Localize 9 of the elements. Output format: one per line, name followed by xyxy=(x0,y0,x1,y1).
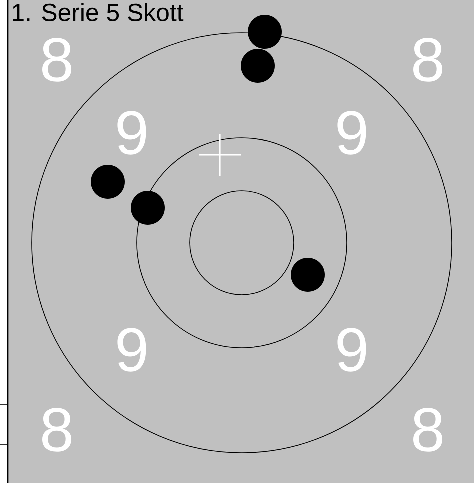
ring-number: 8 xyxy=(42,408,72,452)
ring-number: 9 xyxy=(118,111,146,155)
ring-number: 9 xyxy=(338,328,366,372)
title: 1. Serie 5 Skott xyxy=(13,3,184,22)
ring-number: 8 xyxy=(414,38,442,82)
ring-number: 9 xyxy=(118,328,146,372)
ring-number: 8 xyxy=(414,408,442,452)
ring-number: 9 xyxy=(338,111,366,155)
ring-number: 8 xyxy=(42,38,72,82)
